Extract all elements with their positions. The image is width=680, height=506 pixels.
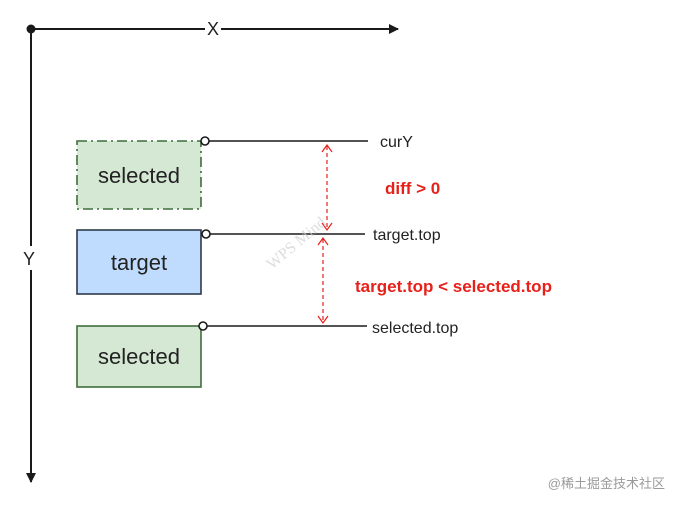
compare-arrow bbox=[317, 236, 329, 325]
y-label-bg bbox=[21, 246, 41, 270]
y-axis-label: Y bbox=[23, 249, 35, 269]
target-top-label: target.top bbox=[373, 227, 441, 244]
target-top-line bbox=[201, 229, 365, 239]
selected-ghost-box: selected bbox=[76, 140, 202, 210]
selected-label: selected bbox=[98, 344, 180, 369]
selected-top-label: selected.top bbox=[372, 320, 458, 337]
diff-arrow bbox=[321, 143, 333, 232]
x-label-bg bbox=[205, 19, 221, 39]
origin-dot bbox=[26, 24, 36, 34]
selected-box: selected bbox=[76, 325, 202, 388]
target-label: target bbox=[111, 250, 167, 275]
x-axis-label: X bbox=[207, 19, 219, 39]
corner-watermark: @稀土掘金技术社区 bbox=[548, 476, 665, 491]
cury-line bbox=[200, 136, 368, 146]
selected-top-anchor bbox=[198, 321, 208, 331]
selected-top-line bbox=[198, 321, 367, 331]
selected-ghost-label: selected bbox=[98, 163, 180, 188]
target-top-anchor bbox=[201, 229, 211, 239]
compare-annotation: target.top < selected.top bbox=[355, 277, 552, 296]
target-box: target bbox=[76, 229, 202, 295]
cury-anchor bbox=[200, 136, 210, 146]
cury-label: curY bbox=[380, 134, 413, 151]
diff-annotation: diff > 0 bbox=[385, 179, 440, 198]
